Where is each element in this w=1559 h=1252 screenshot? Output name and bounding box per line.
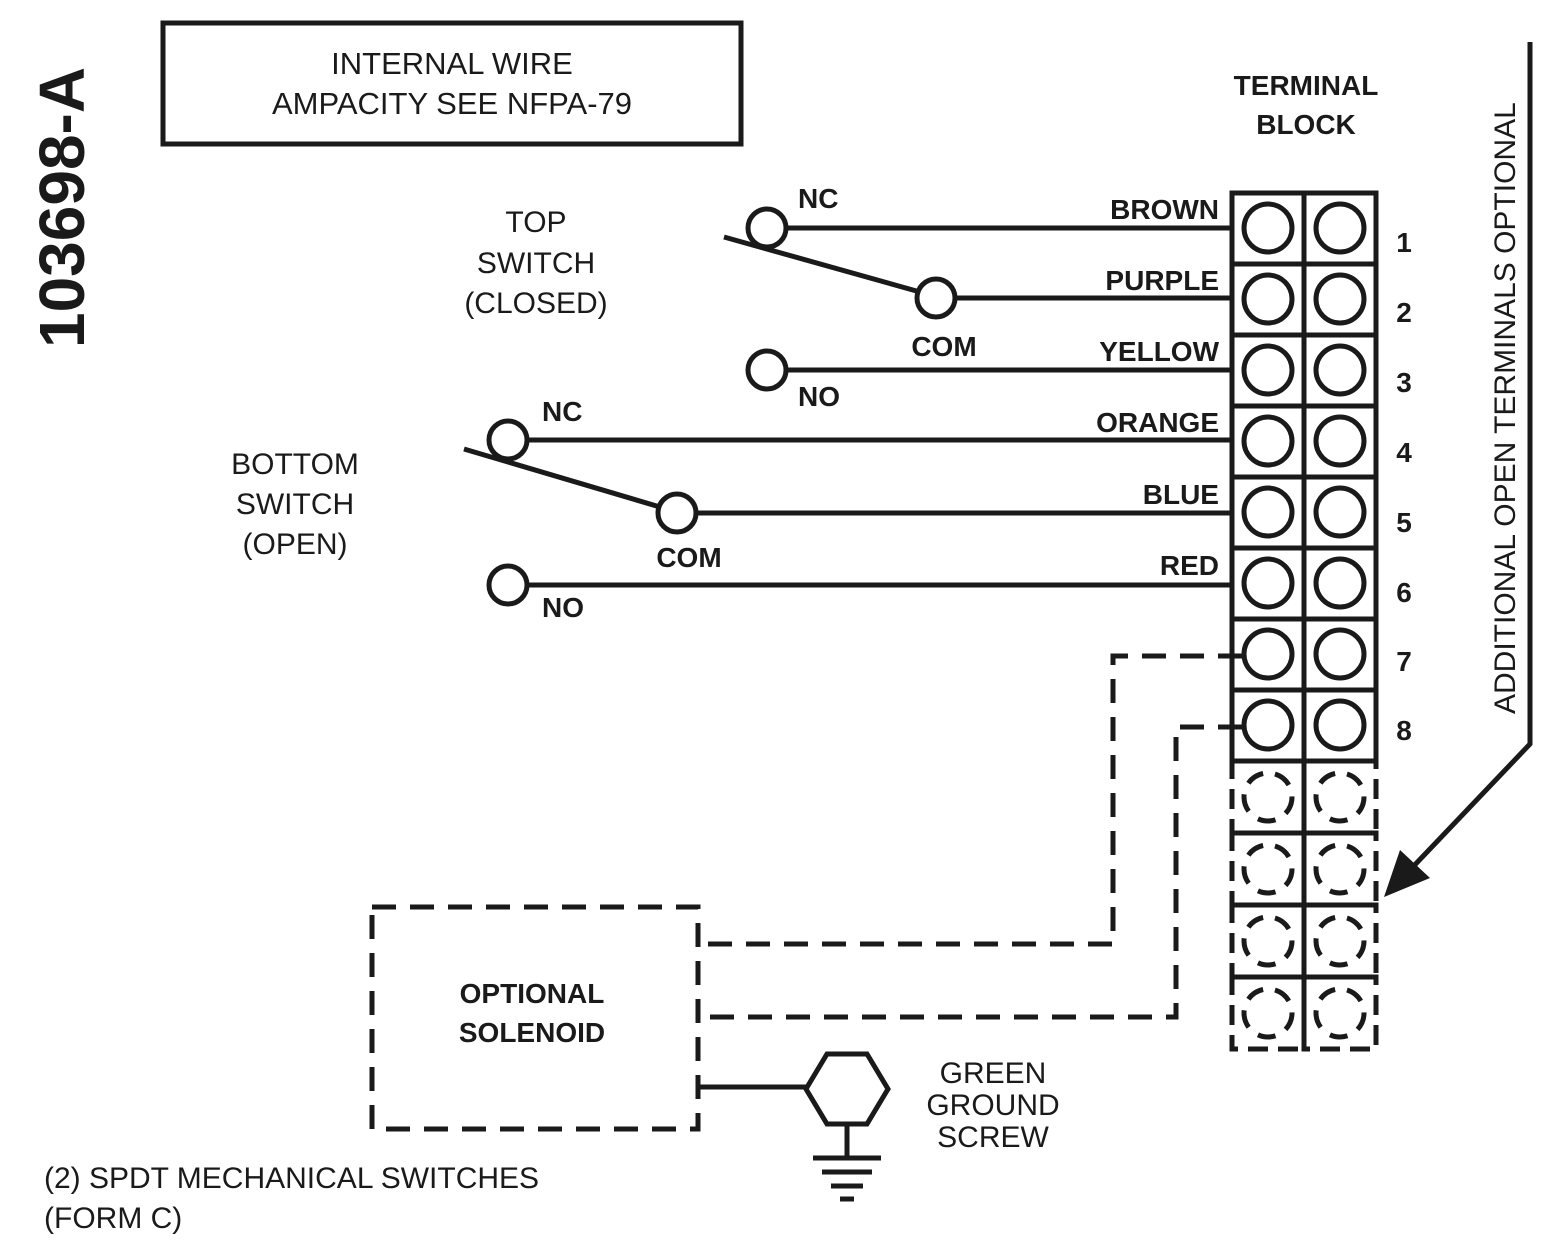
top-switch-no-label: NO — [798, 381, 840, 412]
footnote-line2: (FORM C) — [44, 1202, 182, 1235]
bottom-switch-label-3: (OPEN) — [243, 528, 348, 561]
ground-screw: GREEN GROUND SCREW — [698, 1051, 1060, 1202]
top-switch: NC COM NO TOP SWITCH (CLOSED) — [464, 183, 976, 412]
terminal-screw-2b — [1313, 272, 1367, 326]
terminal-number-6: 6 — [1396, 577, 1412, 608]
optional-terminals — [1229, 758, 1379, 1052]
solenoid-wires — [702, 653, 1242, 1020]
terminal-block — [1229, 190, 1379, 764]
ground-symbol-icon — [813, 1155, 881, 1202]
terminal-number-1: 1 — [1396, 227, 1412, 258]
terminal-block-title-2: BLOCK — [1256, 109, 1356, 140]
top-switch-label-1: TOP — [505, 206, 566, 239]
bottom-switch-com-contact — [655, 491, 699, 535]
terminal-screw-3b — [1313, 343, 1367, 397]
terminal-number-3: 3 — [1396, 367, 1412, 398]
ampacity-note-line2: AMPACITY SEE NFPA-79 — [272, 86, 632, 121]
terminal-number-8: 8 — [1396, 715, 1412, 746]
drawing-number: 103698-A — [26, 67, 98, 348]
bottom-switch-label-1: BOTTOM — [231, 448, 359, 481]
wire-label-purple: PURPLE — [1105, 265, 1219, 296]
terminal-block-title-1: TERMINAL — [1234, 70, 1379, 101]
top-switch-label-2: SWITCH — [477, 247, 595, 280]
footnote-line1: (2) SPDT MECHANICAL SWITCHES — [44, 1162, 539, 1195]
terminal-number-7: 7 — [1396, 646, 1412, 677]
terminal-screw-8b — [1313, 698, 1367, 752]
terminal-screw-6a — [1241, 556, 1295, 610]
wire-label-orange: ORANGE — [1096, 407, 1219, 438]
top-switch-label-3: (CLOSED) — [464, 287, 607, 320]
terminal-screw-8a — [1241, 698, 1295, 752]
wire-label-blue: BLUE — [1143, 479, 1219, 510]
terminal-screw-4b — [1313, 414, 1367, 468]
bottom-switch-nc-contact — [486, 418, 530, 462]
terminal-screw-1b — [1313, 201, 1367, 255]
top-switch-nc-contact — [745, 206, 789, 250]
bottom-switch-no-label: NO — [542, 592, 584, 623]
terminal-screw-4a — [1241, 414, 1295, 468]
wire-label-brown: BROWN — [1110, 194, 1219, 225]
ground-label-2: GROUND — [926, 1089, 1059, 1122]
terminal-screw-1a — [1241, 201, 1295, 255]
optional-solenoid: OPTIONAL SOLENOID — [369, 904, 701, 1132]
wire-label-yellow: YELLOW — [1099, 336, 1219, 367]
top-switch-no-contact — [745, 348, 789, 392]
optional-note-arrow — [1384, 42, 1533, 897]
hex-screw-icon — [803, 1051, 891, 1127]
wire-label-red: RED — [1160, 550, 1219, 581]
top-switch-nc-label: NC — [798, 183, 838, 214]
bottom-switch: NC COM NO BOTTOM SWITCH (OPEN) — [231, 396, 722, 623]
ampacity-note: INTERNAL WIRE AMPACITY SEE NFPA-79 — [160, 20, 744, 147]
optional-terminals-note: ADDITIONAL OPEN TERMINALS OPTIONAL — [1489, 102, 1522, 714]
terminal-screw-7b — [1313, 627, 1367, 681]
terminal-number-5: 5 — [1396, 507, 1412, 538]
terminal-screw-7a — [1241, 627, 1295, 681]
bottom-switch-com-label: COM — [656, 542, 721, 573]
ground-label-1: GREEN — [940, 1057, 1047, 1090]
top-switch-com-contact — [914, 276, 958, 320]
terminal-number-4: 4 — [1396, 437, 1412, 468]
bottom-switch-no-contact — [486, 563, 530, 607]
ampacity-note-line1: INTERNAL WIRE — [331, 46, 573, 81]
top-switch-com-label: COM — [911, 331, 976, 362]
wires — [529, 225, 1232, 588]
terminal-screw-5a — [1241, 485, 1295, 539]
top-switch-lever — [723, 234, 921, 295]
terminal-number-2: 2 — [1396, 297, 1412, 328]
bottom-switch-label-2: SWITCH — [236, 488, 354, 521]
terminal-screw-6b — [1313, 556, 1367, 610]
bottom-switch-lever — [463, 446, 661, 510]
terminal-screw-2a — [1241, 272, 1295, 326]
bottom-switch-nc-label: NC — [542, 396, 582, 427]
ground-label-3: SCREW — [937, 1121, 1049, 1154]
terminal-screw-3a — [1241, 343, 1295, 397]
solenoid-label-1: OPTIONAL — [460, 978, 605, 1009]
terminal-screw-5b — [1313, 485, 1367, 539]
solenoid-label-2: SOLENOID — [459, 1017, 605, 1048]
